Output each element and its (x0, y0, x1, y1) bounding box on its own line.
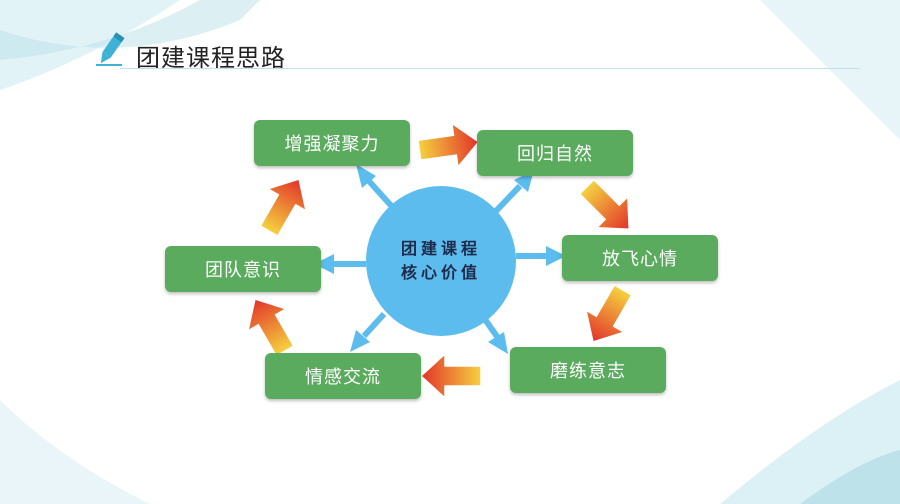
node-情感交流: 情感交流 (265, 353, 421, 399)
node-磨练意志: 磨练意志 (510, 347, 666, 393)
spoke-to-情感交流 (350, 311, 387, 352)
spoke-to-增强凝聚力 (356, 164, 398, 213)
spoke-to-磨练意志 (481, 316, 508, 354)
page-title: 团建课程思路 (136, 44, 286, 72)
spoke-to-团队意识 (314, 254, 366, 274)
cycle-arrow-1 (417, 121, 480, 169)
cycle-arrow-2 (578, 178, 630, 230)
cycle-arrow-6 (259, 178, 308, 238)
node-增强凝聚力: 增强凝聚力 (254, 120, 410, 166)
center-line-1: 团建课程 (400, 239, 481, 258)
header-divider (120, 68, 860, 69)
center-circle: 团建课程 核心价值 (366, 186, 516, 336)
cycle-arrow-3 (584, 283, 633, 343)
cycle-arrow-4 (419, 352, 482, 400)
spoke-to-回归自然 (492, 170, 534, 215)
node-回归自然: 回归自然 (477, 130, 633, 176)
pencil-icon (96, 32, 125, 66)
node-团队意识: 团队意识 (165, 246, 321, 292)
node-放飞心情: 放飞心情 (562, 235, 718, 281)
cycle-arrow-5 (246, 298, 295, 358)
spoke-to-放飞心情 (516, 246, 566, 266)
center-line-2: 核心价值 (400, 263, 481, 282)
